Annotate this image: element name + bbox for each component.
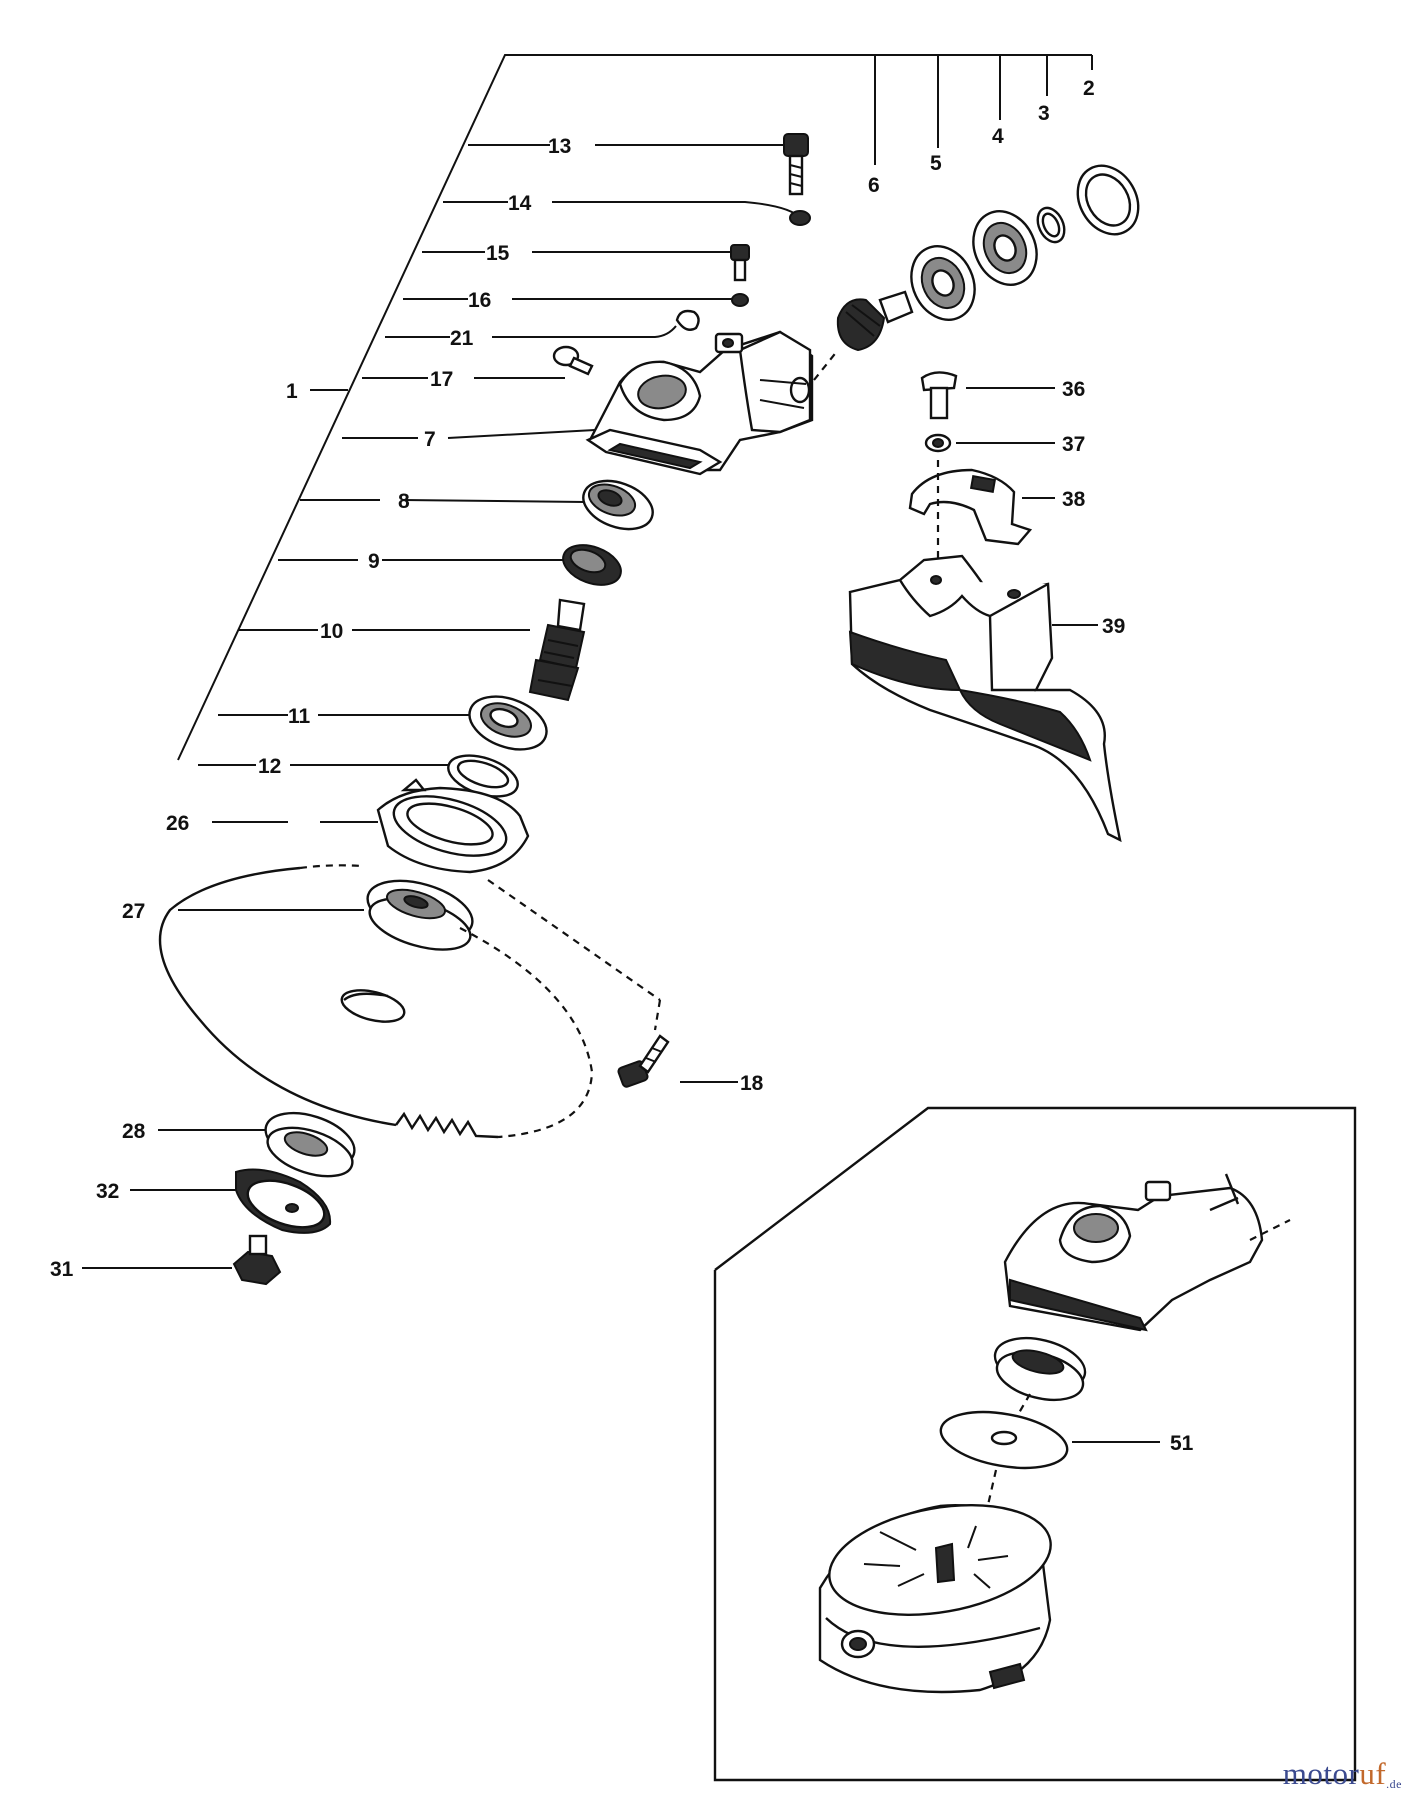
small-screw bbox=[730, 244, 750, 282]
gear-housing bbox=[585, 330, 839, 476]
inset-gear-housing bbox=[1003, 1173, 1291, 1332]
callout-bracket-main bbox=[177, 54, 1093, 766]
label-part-39: 39 bbox=[1102, 615, 1125, 638]
label-part-9: 9 bbox=[368, 550, 380, 573]
watermark-tld: .de bbox=[1386, 1777, 1402, 1791]
inset-washer-plate bbox=[939, 1410, 1160, 1541]
blade-bolt bbox=[617, 1034, 738, 1088]
label-part-21: 21 bbox=[450, 327, 474, 350]
snap-ring bbox=[1036, 206, 1066, 244]
inset-spacer-ring bbox=[993, 1336, 1087, 1419]
inset-frame bbox=[713, 1106, 1357, 1782]
label-part-12: 12 bbox=[258, 755, 281, 778]
watermark-brand-a: motor bbox=[1282, 1756, 1360, 1791]
hex-bolt bbox=[783, 133, 809, 196]
lower-flange bbox=[158, 1111, 356, 1178]
label-part-3: 3 bbox=[1038, 102, 1050, 125]
blade-guard-plate bbox=[212, 778, 662, 1031]
needle-bearing bbox=[582, 479, 654, 531]
guard-washer bbox=[924, 433, 1055, 453]
shaft-bearing bbox=[468, 695, 548, 751]
label-part-15: 15 bbox=[486, 242, 510, 265]
bevel-gear bbox=[562, 544, 622, 586]
blade-nut bbox=[82, 1234, 282, 1286]
ball-bearing-lower bbox=[910, 245, 976, 321]
label-part-1: 1 bbox=[286, 380, 298, 403]
circular-saw-blade bbox=[158, 864, 594, 1139]
watermark-logo: motoruf.de bbox=[1283, 1756, 1402, 1792]
guard-clamp bbox=[908, 468, 1055, 546]
inset-trimmer-head bbox=[818, 1504, 1052, 1694]
guard-screw bbox=[920, 371, 1055, 420]
label-part-11: 11 bbox=[288, 705, 311, 728]
blade-guard bbox=[848, 460, 1122, 843]
blade-cup-washer bbox=[130, 1168, 332, 1234]
label-part-28: 28 bbox=[122, 1120, 146, 1143]
plug-screw bbox=[552, 345, 594, 376]
label-part-6: 6 bbox=[868, 174, 880, 197]
label-part-2: 2 bbox=[1083, 77, 1095, 100]
retaining-ring bbox=[1076, 164, 1140, 236]
label-part-14: 14 bbox=[508, 192, 532, 215]
upper-flange bbox=[178, 879, 474, 951]
label-part-27: 27 bbox=[122, 900, 145, 923]
label-part-31: 31 bbox=[50, 1258, 74, 1281]
label-part-16: 16 bbox=[468, 289, 491, 312]
small-washer bbox=[731, 293, 749, 307]
part-labels: 2 3 4 5 6 13 14 15 16 21 17 1 7 8 9 10 1… bbox=[50, 77, 1194, 1455]
label-part-26: 26 bbox=[166, 812, 189, 835]
grease-nipple bbox=[675, 309, 700, 331]
label-part-38: 38 bbox=[1062, 488, 1086, 511]
label-part-36: 36 bbox=[1062, 378, 1085, 401]
lock-washer-upper bbox=[789, 210, 811, 226]
label-part-18: 18 bbox=[740, 1072, 764, 1095]
label-part-4: 4 bbox=[992, 125, 1004, 148]
watermark-brand-b: uf bbox=[1359, 1756, 1387, 1791]
label-part-17: 17 bbox=[430, 368, 453, 391]
retaining-ring-lower bbox=[447, 754, 519, 798]
label-part-32: 32 bbox=[96, 1180, 119, 1203]
spindle-shaft bbox=[528, 598, 586, 702]
label-part-8: 8 bbox=[398, 490, 410, 513]
bevel-gear-pinion bbox=[836, 290, 914, 352]
label-part-37: 37 bbox=[1062, 433, 1085, 456]
ball-bearing-upper bbox=[972, 210, 1038, 286]
label-part-51: 51 bbox=[1170, 1432, 1194, 1455]
label-part-7: 7 bbox=[424, 428, 436, 451]
label-part-5: 5 bbox=[930, 152, 942, 175]
label-part-13: 13 bbox=[548, 135, 571, 158]
label-part-10: 10 bbox=[320, 620, 343, 643]
